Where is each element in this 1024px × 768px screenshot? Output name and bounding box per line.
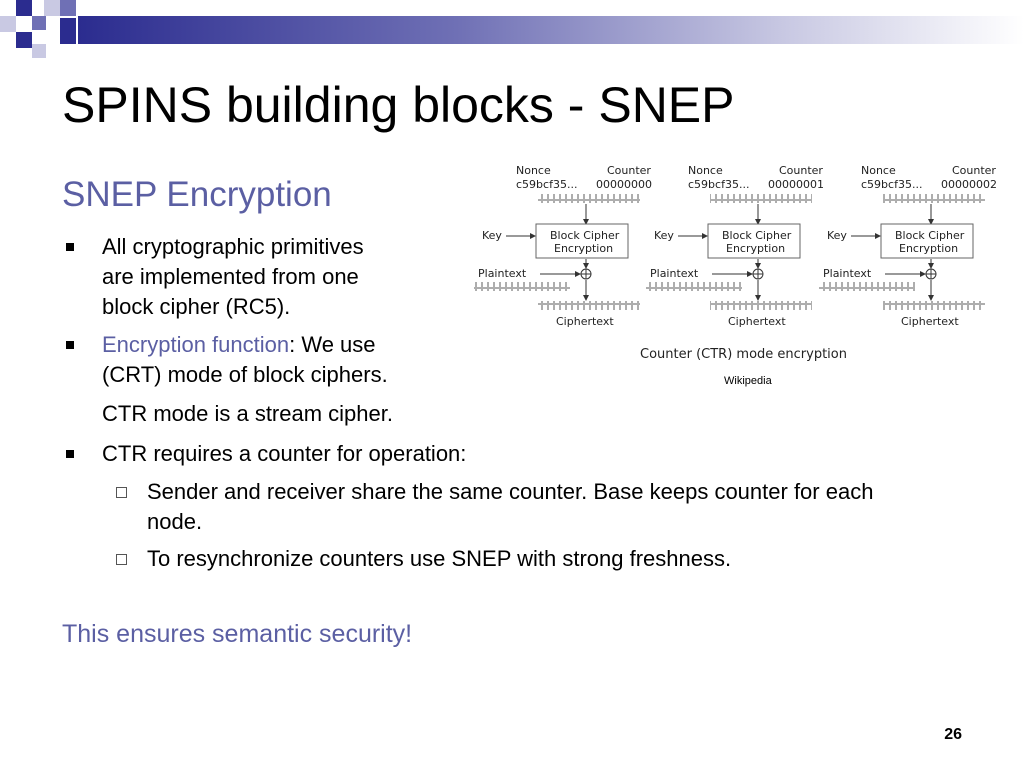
nonce-label: Nonce xyxy=(861,164,896,177)
counter-label: Counter xyxy=(779,164,823,177)
ciphertext-block xyxy=(710,301,812,310)
counter-label: Counter xyxy=(952,164,996,177)
ciphertext-label: Ciphertext xyxy=(901,315,959,328)
deco-square xyxy=(0,16,16,32)
sub-bullet-1-line: node. xyxy=(147,509,203,534)
ciphertext-label: Ciphertext xyxy=(556,315,614,328)
counter-value: 00000000 xyxy=(596,178,652,191)
ciphertext-label: Ciphertext xyxy=(728,315,786,328)
plaintext-block xyxy=(646,282,742,291)
counter-value: 00000001 xyxy=(768,178,824,191)
nonce-counter-block xyxy=(710,194,812,203)
block-cipher-label: Block Cipher xyxy=(722,229,792,242)
sub-bullet-2: To resynchronize counters use SNEP with … xyxy=(147,546,732,571)
plaintext-label: Plaintext xyxy=(650,267,699,280)
block-cipher-box xyxy=(880,223,974,259)
sub-bullet-1-line: Sender and receiver share the same count… xyxy=(147,479,874,504)
diagram-source: Wikipedia xyxy=(724,375,772,387)
deco-square xyxy=(16,32,32,48)
key-label: Key xyxy=(482,229,502,242)
bullet-2-line: CTR mode is a stream cipher. xyxy=(102,401,393,426)
sub-bullet-marker xyxy=(116,554,127,565)
deco-square xyxy=(44,0,60,16)
slide-title: SPINS building blocks - SNEP xyxy=(62,77,735,133)
counter-label: Counter xyxy=(607,164,651,177)
sub-bullet-1: Sender and receiver share the same count… xyxy=(147,477,873,537)
nonce-label: Nonce xyxy=(688,164,723,177)
plaintext-label: Plaintext xyxy=(478,267,527,280)
bullet-marker xyxy=(66,341,74,349)
block-cipher-label: Encryption xyxy=(726,242,785,255)
block-cipher-box xyxy=(707,223,801,259)
encryption-function-term: Encryption function xyxy=(102,332,290,357)
deco-square xyxy=(60,0,76,16)
block-cipher-label: Encryption xyxy=(899,242,958,255)
bullet-3: CTR requires a counter for operation: xyxy=(102,441,467,466)
nonce-value: c59bcf35... xyxy=(688,178,749,191)
bullet-1-line: All cryptographic primitives xyxy=(102,234,364,259)
bullet-1-line: are implemented from one xyxy=(102,264,359,289)
bullet-1-line: block cipher (RC5). xyxy=(102,294,291,319)
block-cipher-label: Encryption xyxy=(554,242,613,255)
page-number: 26 xyxy=(944,726,962,743)
nonce-value: c59bcf35... xyxy=(516,178,577,191)
counter-value: 00000002 xyxy=(941,178,997,191)
top-decoration xyxy=(0,0,1024,60)
nonce-label: Nonce xyxy=(516,164,551,177)
key-label: Key xyxy=(654,229,674,242)
block-cipher-label: Block Cipher xyxy=(550,229,620,242)
block-cipher-label: Block Cipher xyxy=(895,229,965,242)
key-label: Key xyxy=(827,229,847,242)
bullet-2: Encryption function: We use (CRT) mode o… xyxy=(102,330,393,429)
bullet-2-line: (CRT) mode of block ciphers. xyxy=(102,362,388,387)
ciphertext-block xyxy=(538,301,640,310)
deco-square xyxy=(32,44,46,58)
title-bar-gradient xyxy=(78,16,1024,44)
plaintext-block xyxy=(819,282,915,291)
nonce-value: c59bcf35... xyxy=(861,178,922,191)
deco-square xyxy=(60,18,76,44)
conclusion-text: This ensures semantic security! xyxy=(62,620,413,648)
block-cipher-box xyxy=(535,223,629,259)
plaintext-label: Plaintext xyxy=(823,267,872,280)
bullet-1: All cryptographic primitives are impleme… xyxy=(102,232,364,322)
ciphertext-block xyxy=(883,301,985,310)
nonce-counter-block xyxy=(883,194,985,203)
plaintext-block xyxy=(474,282,570,291)
bullet-marker xyxy=(66,450,74,458)
sub-bullet-marker xyxy=(116,487,127,498)
deco-square xyxy=(32,16,46,30)
bullet-marker xyxy=(66,243,74,251)
bullet-2-text: : We use xyxy=(289,332,376,357)
nonce-counter-block xyxy=(538,194,640,203)
slide-subtitle: SNEP Encryption xyxy=(62,175,332,214)
diagram-caption: Counter (CTR) mode encryption xyxy=(640,347,847,362)
deco-square xyxy=(16,0,32,16)
